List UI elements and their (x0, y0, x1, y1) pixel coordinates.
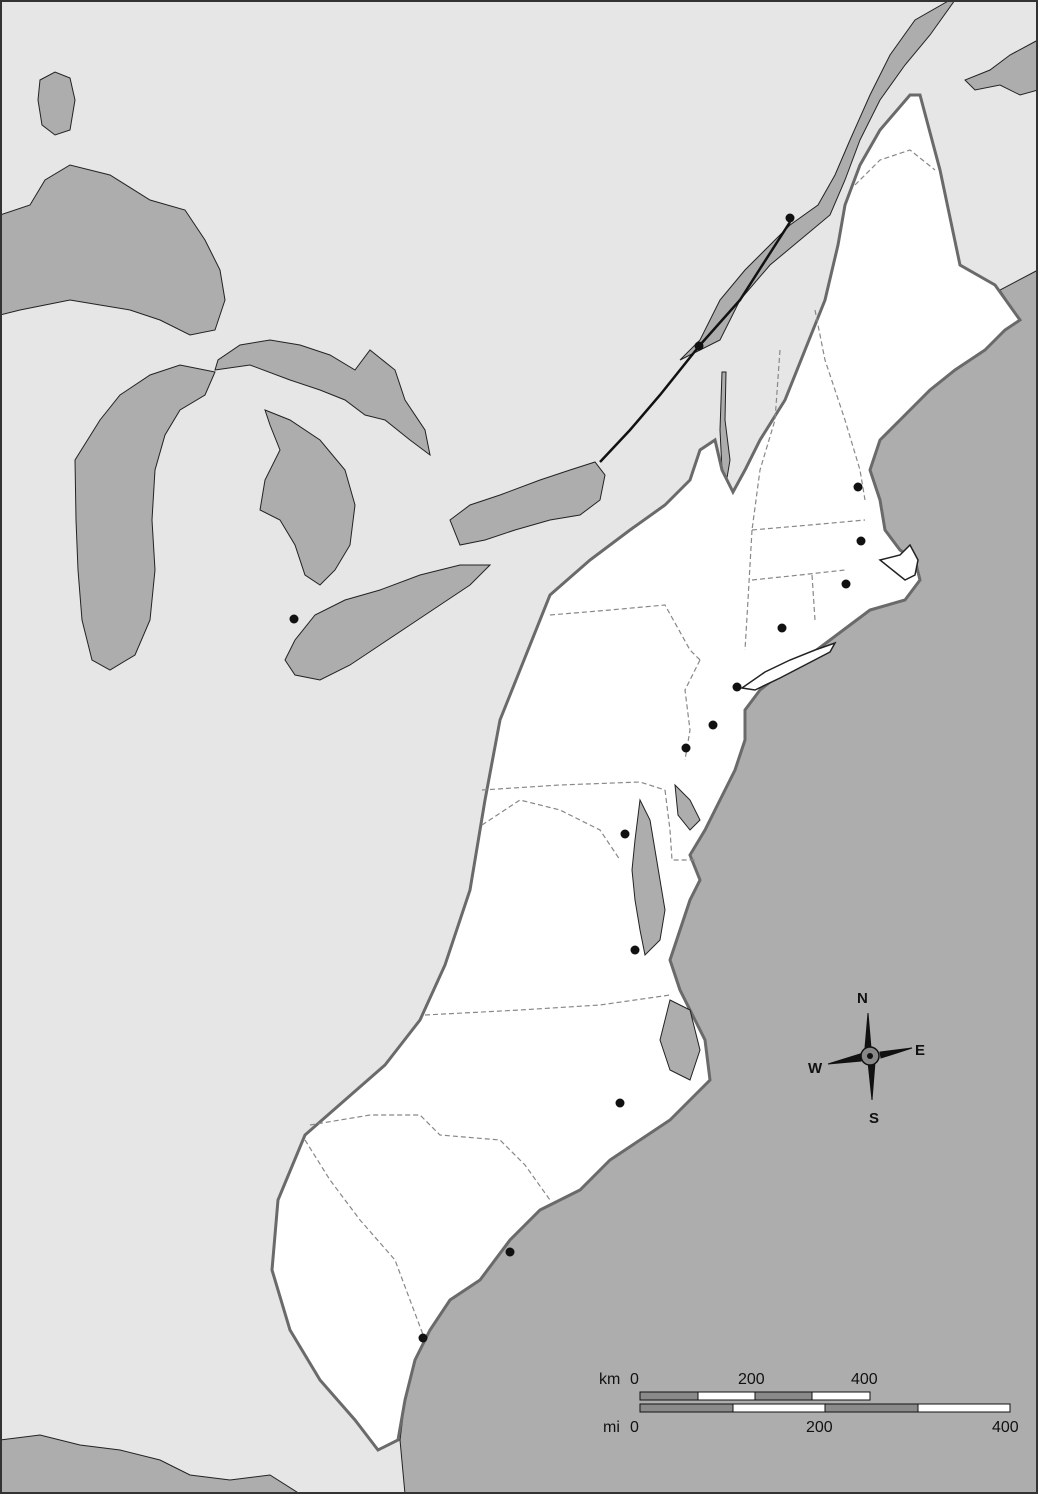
scale-km-400: 400 (851, 1371, 878, 1388)
compass-w-label: W (808, 1060, 823, 1077)
ma-south-boundary (751, 569, 846, 581)
settlement-annapolis (620, 829, 630, 839)
chesapeake-bay (631, 798, 666, 957)
scale-mi-unit: mi (603, 1419, 620, 1436)
lake-huron (214, 339, 431, 586)
lake-superior (0, 164, 226, 336)
scale-mi-seg-3 (824, 1403, 919, 1413)
scale-km-seg-3 (754, 1391, 813, 1401)
lake-michigan (74, 364, 216, 671)
cape-cod (878, 543, 919, 581)
thirteen-colonies (270, 93, 1023, 1452)
scale-km-0: 0 (630, 1371, 639, 1388)
nh-vt-boundary (814, 309, 866, 501)
ma-north-boundary (751, 519, 866, 531)
scale-mi-seg-2 (732, 1403, 826, 1413)
gulf-st-lawrence (964, 39, 1038, 96)
pamlico-sound (659, 999, 701, 1081)
settlement-newport (841, 579, 851, 589)
va-nc-boundary (424, 994, 671, 1016)
settlement-detroit (289, 614, 299, 624)
settlement-williamsburg (630, 945, 640, 955)
colony-boundaries (304, 149, 936, 1341)
nc-sc-boundary (309, 1114, 551, 1201)
scale-mi-0: 0 (630, 1419, 639, 1436)
island-north (37, 71, 76, 136)
gulf-of-mexico (0, 1434, 301, 1494)
settlement-savannah (418, 1333, 428, 1343)
settlement-new-bern (615, 1098, 625, 1108)
scale-km-unit: km (599, 1371, 620, 1388)
settlement-montreal (694, 341, 704, 351)
scale-mi-seg-4 (917, 1403, 1011, 1413)
scale-mi-seg-1 (639, 1403, 734, 1413)
scale-km-bar (639, 1391, 871, 1401)
scale-km-seg-2 (697, 1391, 756, 1401)
settlement-philadelphia (681, 743, 691, 753)
st-lawrence-river (599, 221, 792, 463)
scale-km-seg-1 (639, 1391, 699, 1401)
de-boundary (664, 789, 695, 861)
settlement-new-york (732, 682, 742, 692)
settlements (289, 213, 866, 1343)
scale-mi-400: 400 (992, 1419, 1019, 1436)
ny-pa-boundary (549, 604, 701, 661)
sc-ga-boundary (304, 1139, 426, 1341)
scale-mi-bar (639, 1403, 1011, 1413)
scale-km-200: 200 (738, 1371, 765, 1388)
compass-rose: N E S W (808, 990, 925, 1127)
settlement-quebec (785, 213, 795, 223)
settlement-portsmouth (853, 482, 863, 492)
compass-east-arm (879, 1047, 913, 1059)
delaware-bay (674, 783, 701, 831)
settlement-perth-amboy (708, 720, 718, 730)
scale-bar: km 0 200 400 mi 0 200 400 (599, 1371, 1019, 1436)
compass-e-label: E (915, 1042, 925, 1059)
lake-erie (284, 564, 492, 681)
lake-champlain (719, 371, 731, 480)
lake-ontario (449, 461, 606, 546)
compass-s-label: S (869, 1110, 879, 1127)
st-lawrence-estuary (679, 0, 956, 361)
long-island (740, 641, 837, 691)
scale-mi-200: 200 (806, 1419, 833, 1436)
compass-arms (827, 1012, 913, 1101)
settlement-new-haven (777, 623, 787, 633)
quebec-maine-boundary (854, 149, 936, 186)
scale-km-seg-4 (811, 1391, 871, 1401)
settlement-charleston (505, 1247, 515, 1257)
pa-md-boundary (481, 781, 666, 791)
vt-ny-boundary (751, 349, 781, 531)
settlement-boston (856, 536, 866, 546)
compass-hub (867, 1053, 873, 1059)
compass-n-label: N (857, 990, 868, 1007)
